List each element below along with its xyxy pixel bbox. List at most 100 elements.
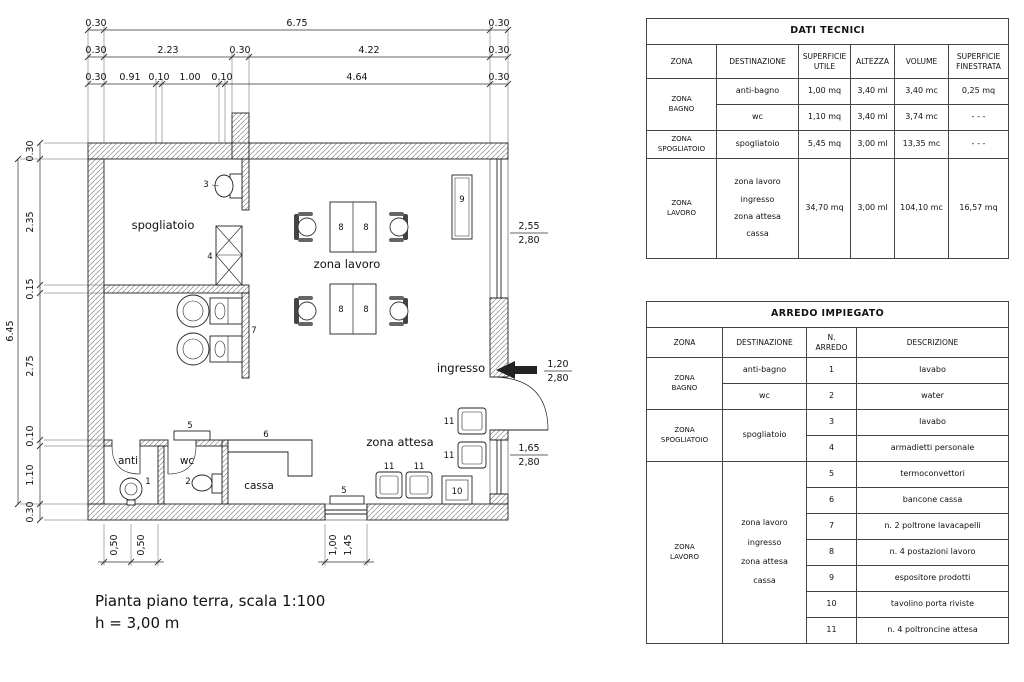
room-label-wc: wc xyxy=(180,455,195,467)
room-label-anti: anti xyxy=(118,455,138,467)
chair-station2-left xyxy=(294,296,317,326)
washbasin-chairs-7-lavacapelli xyxy=(176,294,243,366)
dim-label: 0.91 xyxy=(119,72,140,83)
item-number-11: 11 xyxy=(444,417,455,427)
dim-label: 0.15 xyxy=(25,278,36,299)
magazine-table-10 xyxy=(441,475,473,505)
zona-cell: ZONA SPOGLIATOIO xyxy=(646,409,723,462)
cell: 3,40 ml xyxy=(850,104,895,131)
table-header-row: ZONA DESTINAZIONE N. ARREDO DESCRIZIONE xyxy=(646,327,1010,358)
dim-label: 2.23 xyxy=(157,45,178,56)
dim-total-label: 6.45 xyxy=(5,320,16,341)
item-number-11: 11 xyxy=(414,462,425,472)
dim-label: 0.30 xyxy=(85,18,106,29)
col-header-destinazione: DESTINAZIONE xyxy=(716,44,799,79)
window1-height: 2,80 xyxy=(518,235,539,246)
cell: n. 4 postazioni lavoro xyxy=(855,539,1010,566)
cell: anti-bagno xyxy=(722,357,807,384)
cell: 5,45 mq xyxy=(798,130,851,159)
table-row: 7 n. 2 poltrone lavacapelli xyxy=(647,513,1010,540)
room-labels: spogliatoio zona lavoro ingresso zona at… xyxy=(118,218,485,492)
chair-station2-right xyxy=(389,296,409,326)
dimension-labels-bottom: 0,50 0,50 1,00 1,45 xyxy=(109,534,354,555)
cell: termoconvettori xyxy=(855,461,1010,488)
cell: 13,35 mc xyxy=(894,130,949,159)
dim-label: 0.30 xyxy=(488,45,509,56)
heater-5-spogliatoio xyxy=(173,430,211,441)
col-header-n-arredo: N. ARREDO xyxy=(806,327,857,358)
window2-width: 1,65 xyxy=(518,443,539,454)
cell: 8 xyxy=(806,539,857,566)
table-header-row: ZONA DESTINAZIONE SUPERFICIE UTILE ALTEZ… xyxy=(646,44,1010,79)
dimension-labels-top: 0.30 6.75 0.30 0.30 2.23 0.30 4.22 0.30 … xyxy=(85,18,509,83)
dim-label: 0.30 xyxy=(229,45,250,56)
cell: lavabo xyxy=(855,357,1010,384)
room-label-zona-lavoro: zona lavoro xyxy=(314,257,381,271)
caption-height: h = 3,00 m xyxy=(95,613,180,632)
chair-station1-left xyxy=(294,212,317,242)
dim-label: 0.30 xyxy=(85,72,106,83)
lockers-4-armadietti xyxy=(215,225,243,286)
window1-width: 2,55 xyxy=(518,221,539,232)
dimension-lines xyxy=(14,26,572,566)
drawing-caption: Pianta piano terra, scala 1:100 h = 3,00… xyxy=(95,591,325,635)
table-row: ZONA SPOGLIATOIO spogliatoio 5,45 mq 3,0… xyxy=(646,130,1010,159)
wc-door xyxy=(167,445,197,475)
table-row: ZONA SPOGLIATOIO spogliatoio 3 lavabo xyxy=(646,409,1010,462)
cell: 3 xyxy=(806,409,857,436)
cell: 1,10 mq xyxy=(798,104,851,131)
dim-label: 1,45 xyxy=(343,534,354,555)
cell: 16,57 mq xyxy=(947,158,1010,259)
cell: 4 xyxy=(806,435,857,462)
cell: wc xyxy=(716,104,799,131)
item-number-8: 8 xyxy=(363,223,368,233)
dim-label: 6.75 xyxy=(286,18,307,29)
cell: 104,10 mc xyxy=(894,158,949,259)
cell: 1 xyxy=(806,357,857,384)
right-wall-below-door xyxy=(489,429,509,441)
dest-line: ingresso xyxy=(740,194,775,204)
cell: n. 4 poltroncine attesa xyxy=(855,617,1010,644)
dimension-labels-left: 0.30 2.35 0.15 2.75 0.10 1.10 0.30 6.45 xyxy=(5,140,36,522)
col-header-superficie-finestrata: SUPERFICIE FINESTRATA xyxy=(947,44,1010,79)
wc-wall-segment-b xyxy=(139,439,169,447)
dim-label: 0.10 xyxy=(25,425,36,446)
bottom-wall-left xyxy=(87,503,326,521)
cell: - - - xyxy=(947,104,1010,131)
cell: 6 xyxy=(806,487,857,514)
col-header-volume: VOLUME xyxy=(894,44,949,79)
room-label-spogliatoio: spogliatoio xyxy=(132,218,195,232)
dest-line: zona attesa xyxy=(741,557,788,566)
cell: 11 xyxy=(806,617,857,644)
table-row: 4 armadietti personale xyxy=(647,435,1010,462)
table-title-row: DATI TECNICI xyxy=(645,18,1010,45)
top-wall xyxy=(87,142,509,160)
table-row: ZONA LAVORO zona lavoro ingresso zona at… xyxy=(646,158,1010,259)
cell: anti-bagno xyxy=(716,78,799,105)
destinazione-cell: spogliatoio xyxy=(722,409,807,462)
room-label-ingresso: ingresso xyxy=(437,361,485,375)
cell: 3,00 ml xyxy=(850,158,895,259)
dest-line: zona attesa xyxy=(734,212,781,221)
table-row: wc 1,10 mq 3,40 ml 3,74 mc - - - xyxy=(647,104,1010,131)
door-height: 2,80 xyxy=(547,373,568,384)
table-row: 8 n. 4 postazioni lavoro xyxy=(647,539,1010,566)
door-width: 1,20 xyxy=(547,359,568,370)
zona-cell: ZONA BAGNO xyxy=(646,78,717,131)
heater-5-bottom xyxy=(329,495,365,505)
dest-line: zona lavoro xyxy=(734,177,781,187)
cell: 3,40 ml xyxy=(850,78,895,105)
cell: bancone cassa xyxy=(855,487,1010,514)
dim-label: 0.30 xyxy=(488,18,509,29)
cell: armadietti personale xyxy=(855,435,1010,462)
bottom-wall-right xyxy=(366,503,509,521)
dim-label: 2.35 xyxy=(25,211,36,232)
anti-door xyxy=(111,445,141,475)
dim-label: 0.30 xyxy=(25,501,36,522)
caption-title: Pianta piano terra, scala 1:100 xyxy=(95,592,326,610)
flue-pillar xyxy=(231,112,250,160)
dest-line: cassa xyxy=(753,576,776,586)
wc-wall-segment-a xyxy=(103,439,113,447)
item-number-8: 8 xyxy=(363,305,368,315)
dim-label: 4.22 xyxy=(358,45,379,56)
